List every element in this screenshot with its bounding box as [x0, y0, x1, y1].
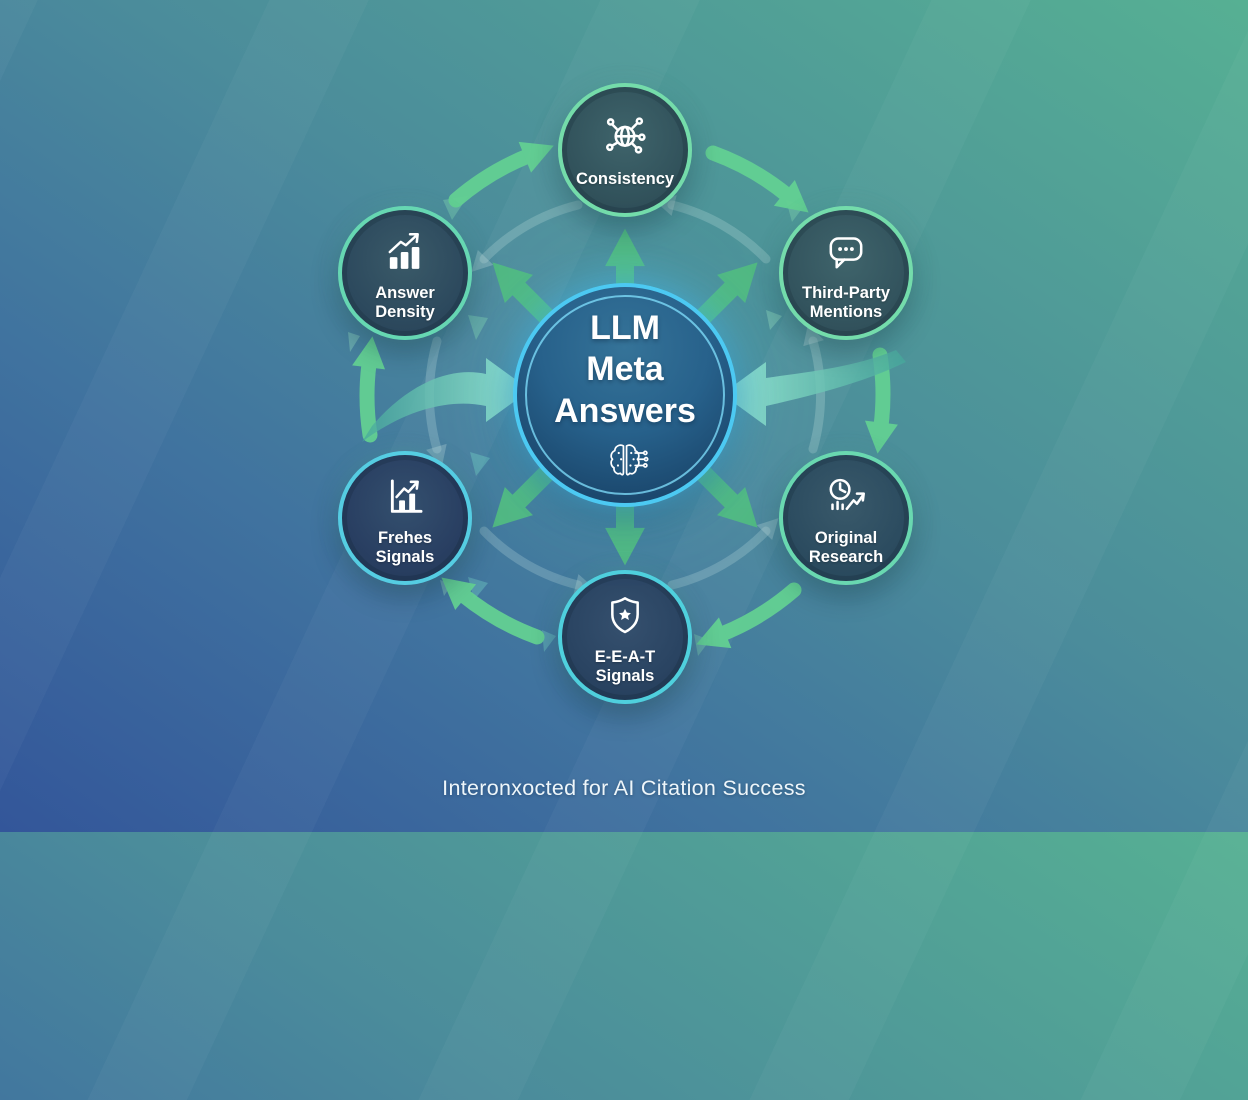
- ring-arrow-frehes-to-answer-density: [352, 336, 386, 443]
- hub-title-line-2: Meta: [586, 350, 664, 389]
- hub-llm-meta-answers: LLM Meta Answers: [513, 283, 737, 507]
- node-label: Answer Density: [375, 283, 435, 321]
- node-consistency: Consistency: [558, 83, 692, 217]
- node-label: E-E-A-T Signals: [594, 647, 656, 685]
- brain-circuit-icon: [600, 438, 650, 482]
- inward-arrow-left: [362, 358, 530, 442]
- radial-arrow-up-right: [694, 262, 758, 326]
- node-label: Original Research: [808, 528, 884, 566]
- globe-network-icon: [598, 110, 652, 166]
- shield-star-icon: [598, 588, 652, 644]
- hub-title-line-3: Answers: [554, 391, 696, 430]
- node-answer-density: Answer Density: [338, 206, 472, 340]
- chat-bubble-icon: [819, 224, 873, 280]
- ring-arrow-eeat-to-frehes: [441, 577, 545, 645]
- ghost-arrow-top-left: [471, 200, 583, 272]
- hub-title-line-1: LLM: [590, 308, 660, 347]
- clock-chart-icon: [819, 469, 873, 525]
- node-frehes-signals: Frehes Signals: [338, 451, 472, 585]
- node-third-party-mentions: Third-Party Mentions: [779, 206, 913, 340]
- radial-arrow-down-left: [492, 464, 556, 528]
- node-original-research: Original Research: [779, 451, 913, 585]
- hub-title: LLM Meta Answers: [554, 308, 696, 432]
- radial-arrows: [492, 228, 758, 566]
- ghost-arrow-right: [803, 323, 826, 454]
- node-label: Third-Party Mentions: [801, 283, 890, 321]
- inward-arrow-right: [722, 350, 906, 426]
- node-label: Frehes Signals: [375, 528, 435, 566]
- trend-bars-icon: [378, 224, 432, 280]
- ghost-arrow-bottom-right: [667, 518, 779, 590]
- ring-arrow-original-research-to-eeat: [696, 582, 802, 649]
- node-label: Consistency: [575, 170, 675, 189]
- framed-bar-chart-icon: [378, 469, 432, 525]
- radial-arrow-up-left: [492, 262, 556, 326]
- node-eeat-signals: E-E-A-T Signals: [558, 570, 692, 704]
- radial-arrow-down-right: [694, 464, 758, 528]
- footer-caption: Interonxocted for AI Citation Success: [442, 776, 806, 800]
- connection-arrows-layer: [348, 141, 906, 656]
- ghost-arrow-bottom-left: [479, 526, 596, 595]
- ring-arrow-consistency-to-third-party: [705, 145, 809, 213]
- ring-arrow-answer-density-to-consistency: [448, 141, 554, 208]
- ghost-arrow-top-right: [654, 195, 771, 264]
